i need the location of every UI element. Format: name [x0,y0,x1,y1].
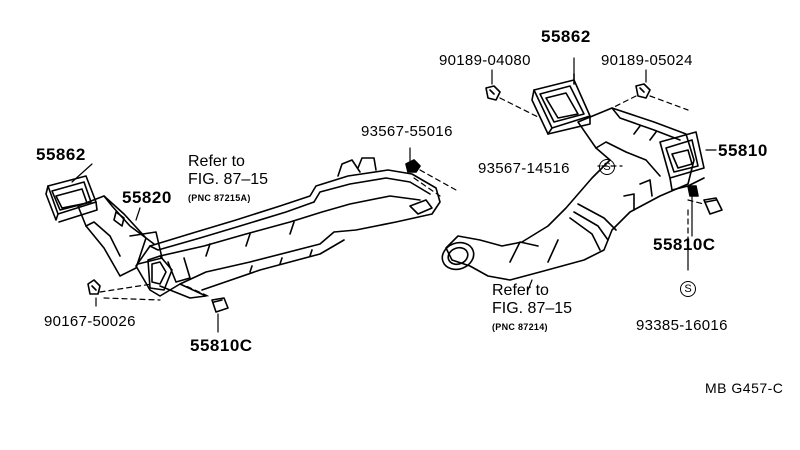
leader-lines-left [71,147,457,333]
refer-right-pnc: (PNC 87214) [492,322,548,332]
gasket-55862-right [531,73,591,135]
label-93567-55016: 93567-55016 [361,123,453,140]
duct-inlet-end [441,241,475,271]
label-90189-04080: 90189-04080 [439,52,531,69]
diagram-code: MB G457-C [705,380,784,396]
duct-55820 [77,195,163,277]
refer-left-line2: FIG. 87–15 [188,171,269,188]
label-refer-left: Refer to FIG. 87–15 (PNC 87215A) [188,153,268,207]
s-symbol-icon: S [599,159,615,175]
refer-right-line1: Refer to [492,282,549,299]
label-90167-50026: 90167-50026 [44,313,136,330]
label-93567-14516: 93567-14516 [478,160,570,177]
refer-right-line2: FIG. 87–15 [492,300,573,317]
label-93385-16016: 93385-16016 [636,317,728,334]
s-symbol-icon: S [680,281,696,297]
label-55810C-right: 55810C [653,235,716,254]
clip-55810C-left [211,297,229,313]
duct-long [135,157,441,299]
label-55820: 55820 [122,188,172,207]
label-refer-right: Refer to FIG. 87–15 (PNC 87214) [492,282,572,336]
screw-90189-05024 [635,83,651,99]
label-55862-right: 55862 [541,27,591,46]
label-90189-05024: 90189-05024 [601,52,693,69]
refer-left-pnc: (PNC 87215A) [188,193,251,203]
label-55810: 55810 [718,141,768,160]
gasket-55862-left [45,175,98,223]
clip-93567-55016 [405,159,421,173]
refer-left-line1: Refer to [188,153,245,170]
clip-small-right [687,185,699,197]
duct-55810 [445,107,705,281]
label-55862-left: 55862 [36,145,86,164]
label-55810C-left: 55810C [190,336,253,355]
clip-55810C-right [703,197,723,215]
screw-90189-04080 [485,85,501,101]
screw-90167-50026 [87,279,101,295]
